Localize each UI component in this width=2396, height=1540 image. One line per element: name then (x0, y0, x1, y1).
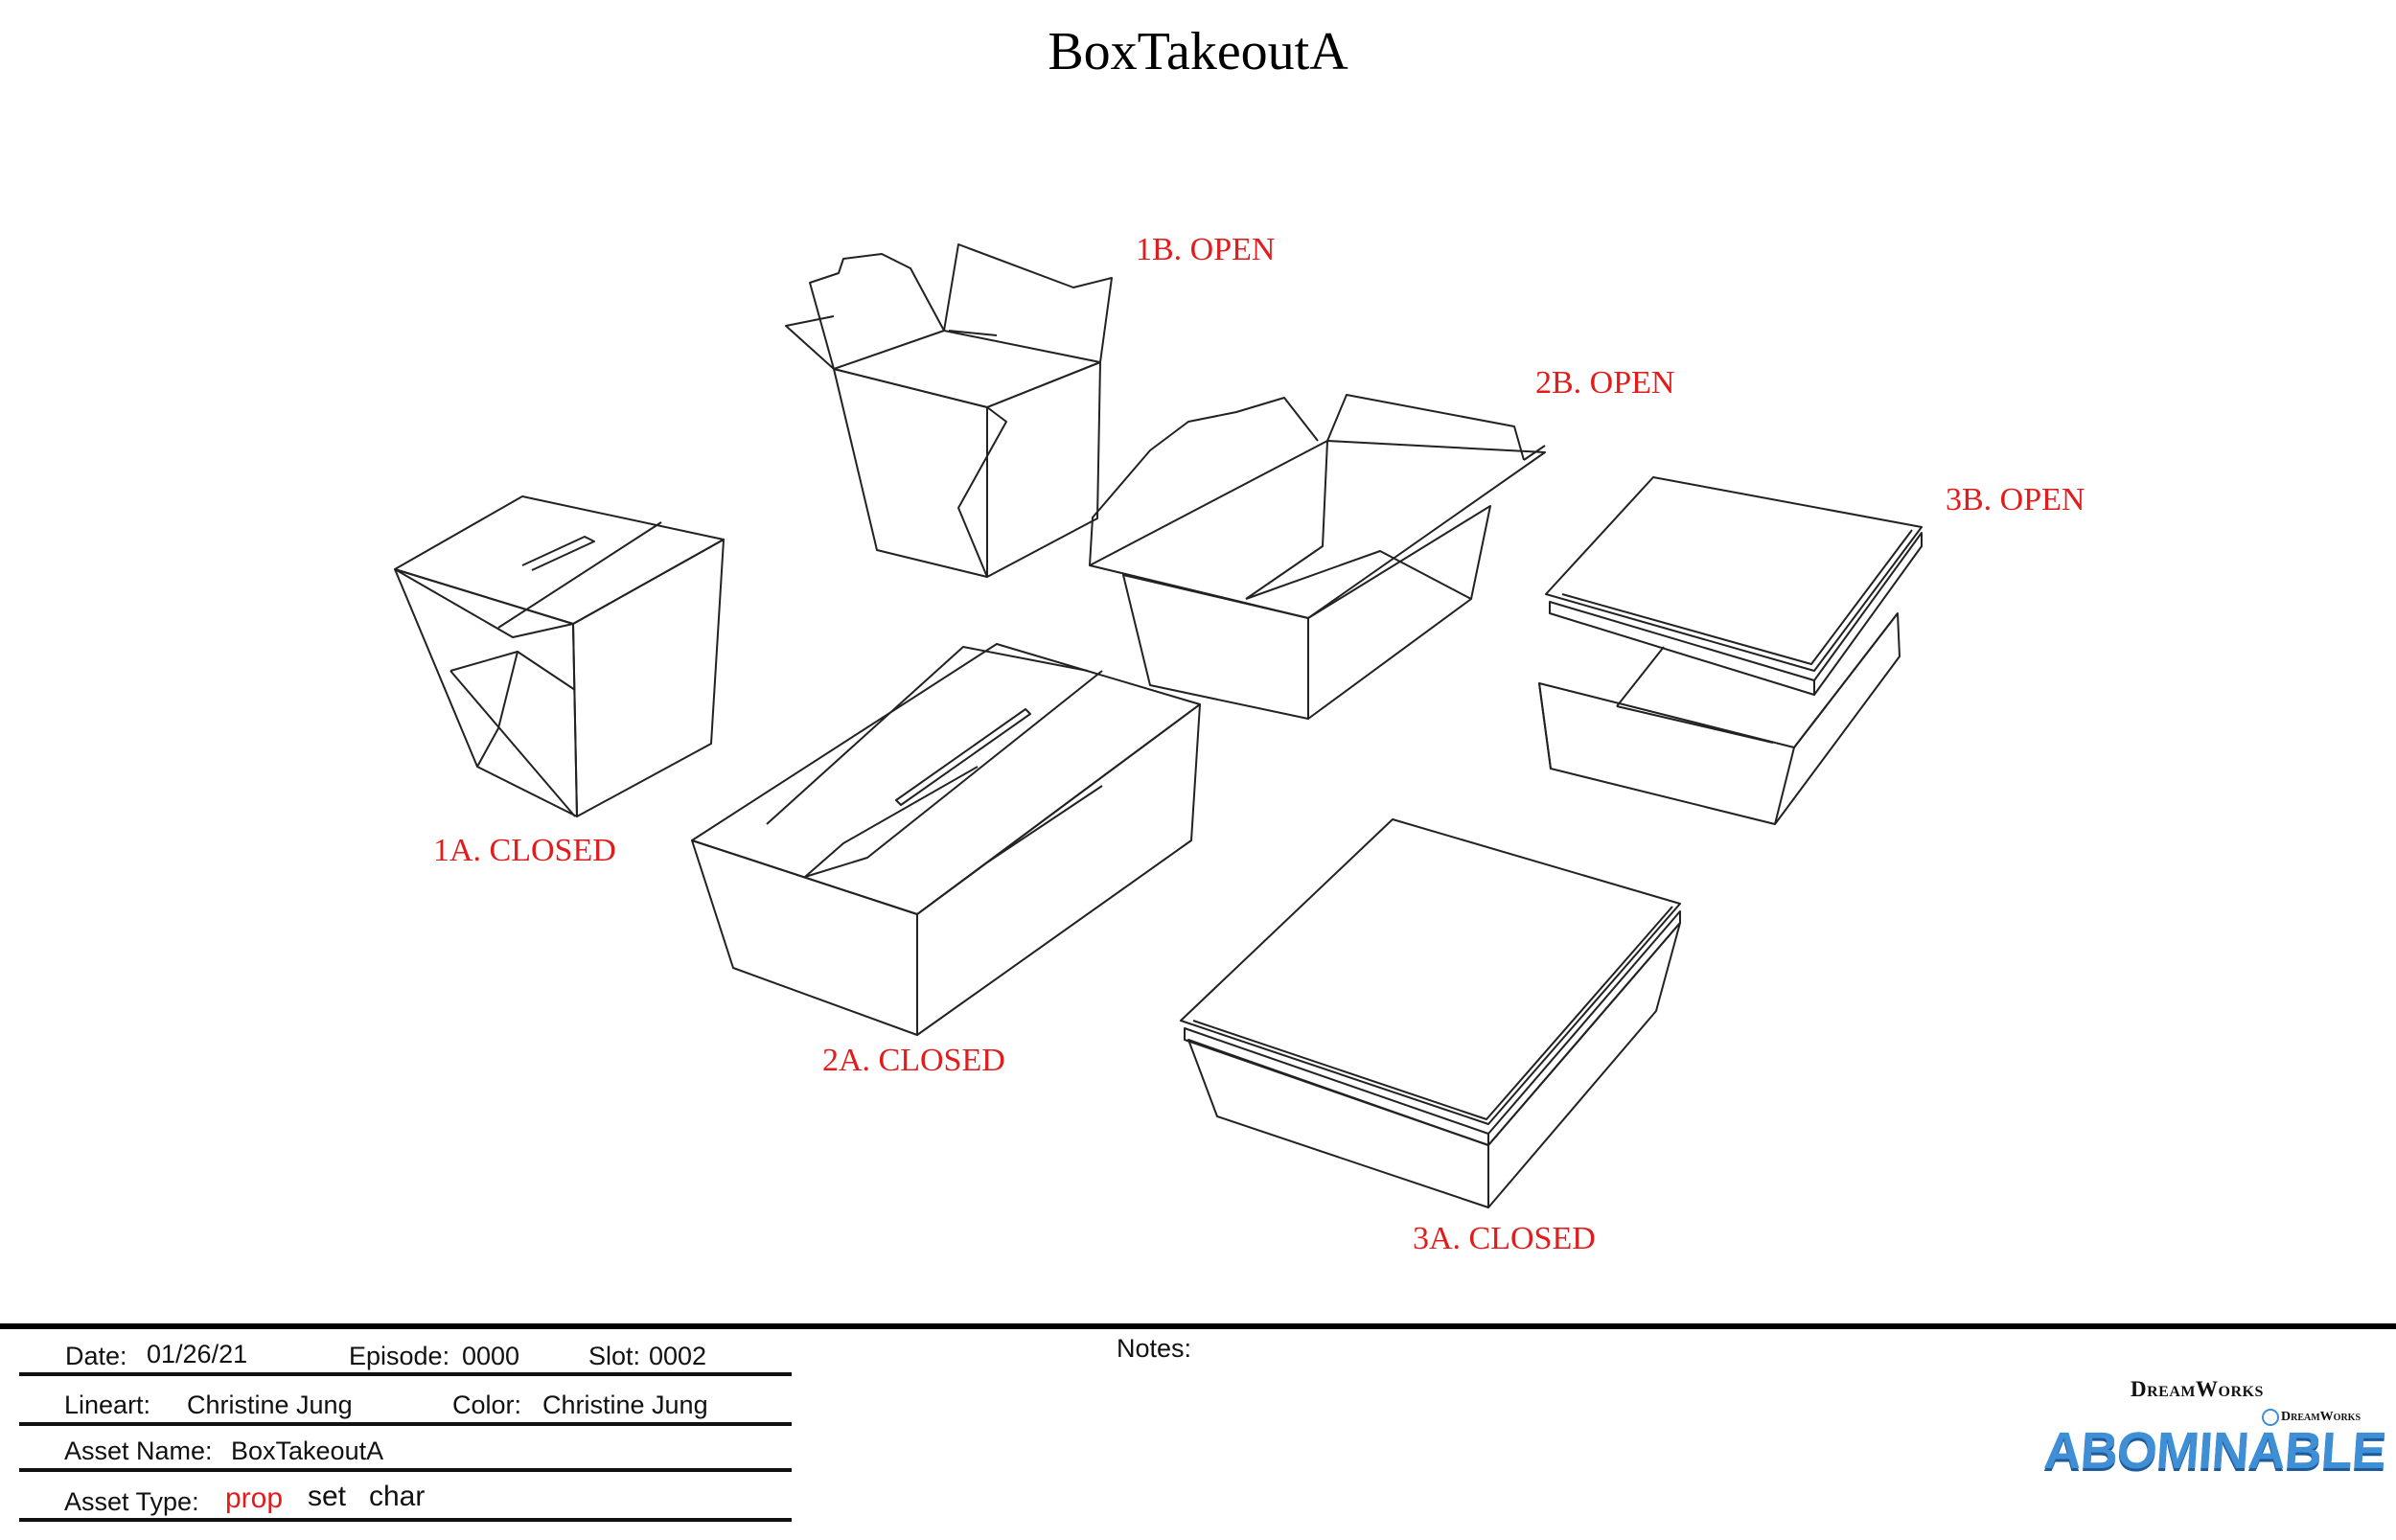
box-drawings (394, 243, 1923, 1208)
episode-value: 0000 (462, 1342, 520, 1370)
color-value: Christine Jung (542, 1391, 708, 1419)
episode-label: Episode: (349, 1342, 450, 1370)
asset-type-set: set (308, 1481, 347, 1512)
lineart-value: Christine Jung (187, 1391, 353, 1419)
footer-divider (0, 1323, 2396, 1329)
label-1a-closed: 1A. CLOSED (433, 833, 616, 868)
dreamworks-small-wordmark: DreamWorks (2281, 1410, 2361, 1424)
sheet-title: BoxTakeoutA (1048, 22, 1348, 81)
date-value: 01/26/21 (147, 1340, 248, 1368)
row-divider (19, 1468, 792, 1472)
dreamworks-wordmark: DreamWorks (2131, 1377, 2264, 1401)
date-label: Date: (65, 1342, 127, 1370)
box-3b-open-drawing (1538, 476, 1923, 825)
asset-type-char: char (369, 1481, 426, 1512)
abominable-wordmark: ABOMINABLE (2041, 1422, 2388, 1480)
asset-name-value: BoxTakeoutA (231, 1437, 384, 1465)
asset-type-label: Asset Type: (64, 1487, 199, 1516)
box-2a-closed-drawing (691, 643, 1201, 1036)
box-1a-closed-drawing (394, 495, 725, 817)
lineart-label: Lineart: (64, 1391, 151, 1419)
box-2b-open-drawing (1089, 394, 1546, 720)
label-3a-closed: 3A. CLOSED (1413, 1221, 1596, 1256)
label-3b-open: 3B. OPEN (1946, 482, 2085, 517)
label-2b-open: 2B. OPEN (1535, 365, 1675, 401)
label-1b-open: 1B. OPEN (1136, 232, 1276, 267)
asset-name-label: Asset Name: (64, 1437, 213, 1465)
box-3a-closed-drawing (1180, 818, 1681, 1208)
moon-icon (2262, 1409, 2279, 1426)
color-label: Color: (452, 1391, 522, 1419)
asset-type-prop: prop (225, 1483, 284, 1514)
slot-label: Slot: (588, 1342, 641, 1370)
box-1b-open-drawing (785, 243, 1113, 578)
row-divider (19, 1518, 792, 1522)
notes-label: Notes: (1117, 1334, 1192, 1363)
label-2a-closed: 2A. CLOSED (822, 1043, 1005, 1078)
row-divider (19, 1372, 792, 1376)
row-divider (19, 1422, 792, 1426)
slot-value: 0002 (649, 1342, 707, 1370)
